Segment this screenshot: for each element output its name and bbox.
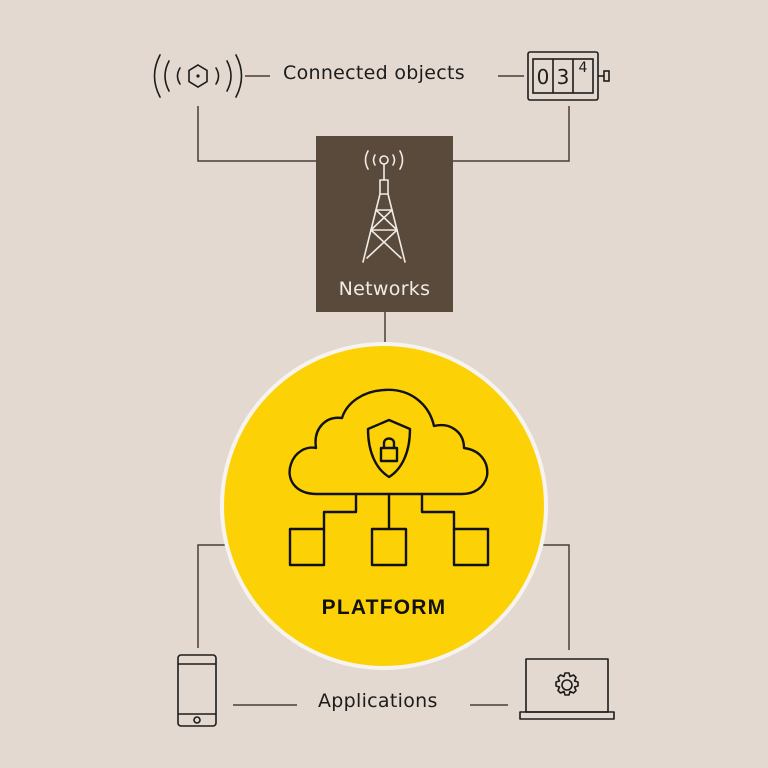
networks-box: Networks: [316, 136, 453, 312]
wireless-sensor-icon: [153, 54, 243, 98]
platform-to-phone-line: [197, 544, 230, 648]
meter-to-networks-line: [453, 106, 570, 162]
platform-circle: PLATFORM: [220, 342, 548, 670]
meter-digit: 3: [557, 65, 570, 89]
digital-meter-icon: 0 3 4: [527, 51, 610, 101]
networks-label: Networks: [338, 278, 431, 300]
sensor-to-networks-line: [197, 106, 316, 162]
platform-to-laptop-line: [538, 544, 570, 650]
meter-digit: 4: [579, 60, 588, 76]
cloud-security-icon: [288, 388, 490, 567]
laptop-settings-icon: [519, 658, 615, 720]
platform-label: PLATFORM: [321, 596, 447, 619]
antenna-tower-icon: [362, 150, 406, 263]
smartphone-icon: [177, 654, 217, 727]
applications-label: Applications: [318, 690, 438, 712]
connected-objects-label: Connected objects: [283, 62, 465, 84]
meter-digit: 0: [537, 65, 550, 89]
